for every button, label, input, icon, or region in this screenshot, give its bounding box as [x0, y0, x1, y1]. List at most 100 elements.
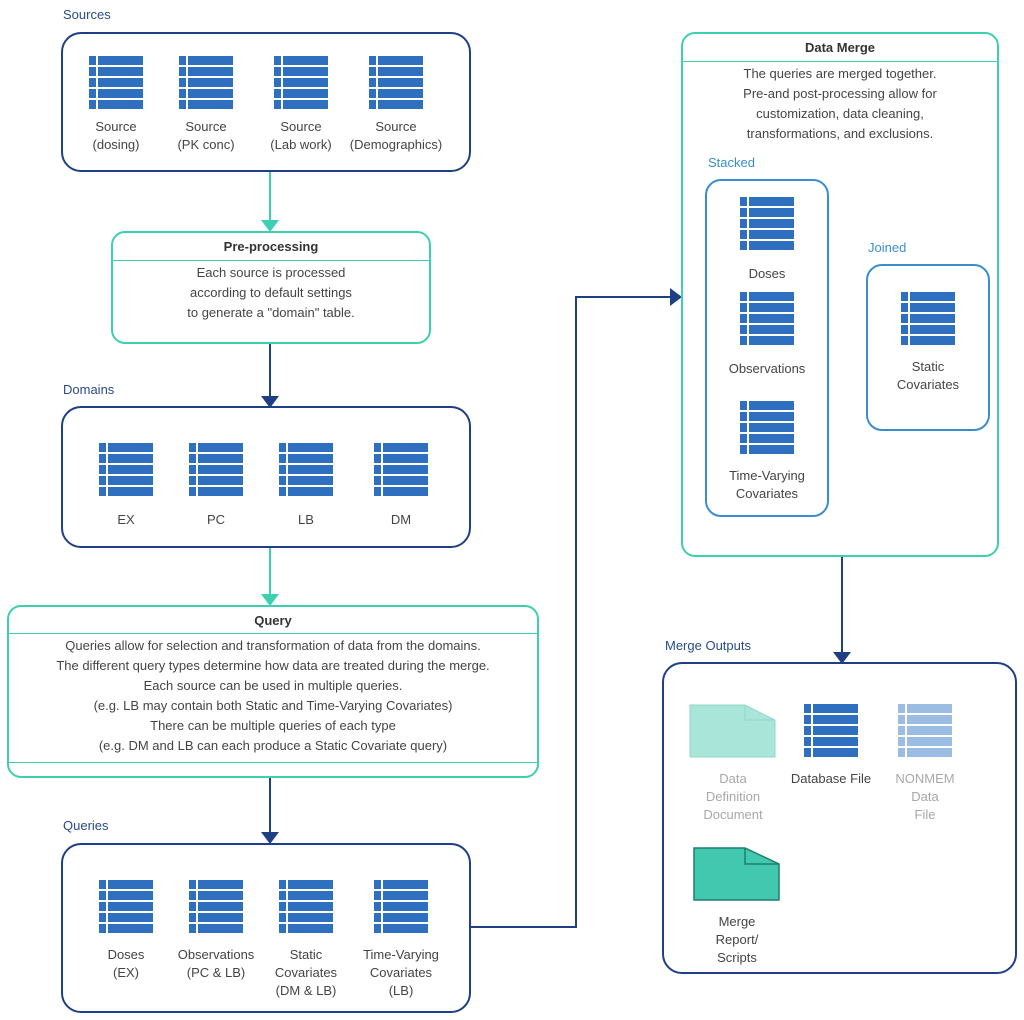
stacked-item: Doses — [712, 197, 822, 283]
table-icon — [279, 880, 333, 933]
table-icon — [369, 56, 423, 109]
output-label-line: Definition — [705, 789, 761, 804]
desc-line: according to default settings — [190, 285, 352, 300]
merge-outputs-label: Merge Outputs — [665, 638, 751, 653]
query-label-line: Covariates — [274, 965, 338, 980]
desc-line: Queries allow for selection and transfor… — [65, 638, 481, 653]
source-label-line1: Source — [95, 119, 137, 134]
table-icon — [189, 443, 243, 496]
table-icon — [374, 443, 428, 496]
table-icon — [740, 401, 794, 454]
domain-item: EX — [71, 443, 181, 529]
output-label-line: Data — [719, 771, 747, 786]
query-label-line: (EX) — [113, 965, 139, 980]
desc-line: The queries are merged together. — [743, 66, 937, 81]
source-item: Source (dosing) — [61, 56, 171, 154]
query-label-line: Time-Varying — [363, 947, 439, 962]
table-icon — [274, 56, 328, 109]
arrowhead-data-merge — [670, 288, 682, 306]
table-icon — [99, 443, 153, 496]
document-icon — [689, 704, 776, 758]
arrow-queries-to-data-merge — [470, 296, 672, 928]
divider — [9, 762, 537, 763]
arrowhead-merge-outputs — [833, 652, 851, 664]
table-icon — [99, 880, 153, 933]
table-icon — [189, 880, 243, 933]
desc-line: customization, data cleaning, — [756, 106, 924, 121]
domain-label: DM — [390, 512, 412, 527]
query-label-line: Doses — [107, 947, 145, 962]
queries-label: Queries — [63, 818, 109, 833]
source-item: Source(Demographics) — [341, 56, 451, 154]
desc-line: There can be multiple queries of each ty… — [150, 718, 396, 733]
query-title: Query — [254, 613, 292, 628]
divider — [113, 260, 429, 261]
query-label-line: Covariates — [369, 965, 433, 980]
divider — [9, 633, 537, 634]
output-label-line: File — [914, 807, 936, 822]
domains-box: EX PC LB DM — [61, 406, 471, 548]
document-icon — [693, 847, 780, 901]
stacked-item-label: Time-Varying — [729, 468, 805, 483]
stacked-item: Observations — [712, 292, 822, 378]
preprocessing-title: Pre-processing — [223, 239, 319, 254]
table-icon — [804, 704, 858, 757]
joined-item-label: Covariates — [896, 377, 960, 392]
output-label-line: Data — [911, 789, 939, 804]
stacked-item-label: Doses — [748, 266, 786, 281]
output-label-line: Document — [703, 807, 763, 822]
output-item-database-file: Database File — [776, 704, 886, 788]
divider — [683, 61, 997, 62]
query-label-line: (DM & LB) — [275, 983, 337, 998]
domain-label: EX — [117, 512, 135, 527]
desc-line: transformations, and exclusions. — [746, 126, 934, 141]
sources-label: Sources — [63, 7, 111, 22]
stacked-item-label: Covariates — [735, 486, 799, 501]
source-item: Source(Lab work) — [246, 56, 356, 154]
arrowhead-queries — [261, 832, 279, 844]
table-icon — [898, 704, 952, 757]
source-label-line1: Source — [185, 119, 227, 134]
arrowhead-domains — [261, 396, 279, 408]
query-label-line: Static — [289, 947, 323, 962]
data-merge-description: The queries are merged together. Pre-and… — [683, 64, 997, 144]
table-icon — [740, 197, 794, 250]
stacked-label: Stacked — [708, 155, 755, 170]
output-label-line: Report/ — [715, 932, 759, 947]
domain-item: LB — [251, 443, 361, 529]
source-label-line2: (PK conc) — [177, 137, 235, 152]
table-icon — [740, 292, 794, 345]
source-label-line1: Source — [280, 119, 322, 134]
data-merge-box: Data Merge The queries are merged togeth… — [681, 32, 999, 557]
sources-box: Source (dosing) Source (PK conc) Source(La… — [61, 32, 471, 172]
desc-line: Pre-and post-processing allow for — [743, 86, 937, 101]
output-label-line: NONMEM — [895, 771, 955, 786]
query-label-line: (PC & LB) — [186, 965, 246, 980]
desc-line: The different query types determine how … — [56, 658, 490, 673]
table-icon — [901, 292, 955, 345]
source-label-line1: Source — [375, 119, 417, 134]
output-label-line: Scripts — [717, 950, 757, 965]
stacked-item-label: Observations — [728, 361, 806, 376]
output-label-line: Merge — [718, 914, 756, 929]
source-item: Source (PK conc) — [151, 56, 261, 154]
desc-line: to generate a "domain" table. — [187, 305, 355, 320]
output-label-line: Database File — [790, 771, 872, 786]
query-label-line: Observations — [177, 947, 255, 962]
table-icon — [374, 880, 428, 933]
domain-item: PC — [161, 443, 271, 529]
table-icon — [279, 443, 333, 496]
domain-label: PC — [206, 512, 226, 527]
source-label-line2: (dosing) — [92, 137, 140, 152]
joined-label: Joined — [868, 240, 907, 255]
